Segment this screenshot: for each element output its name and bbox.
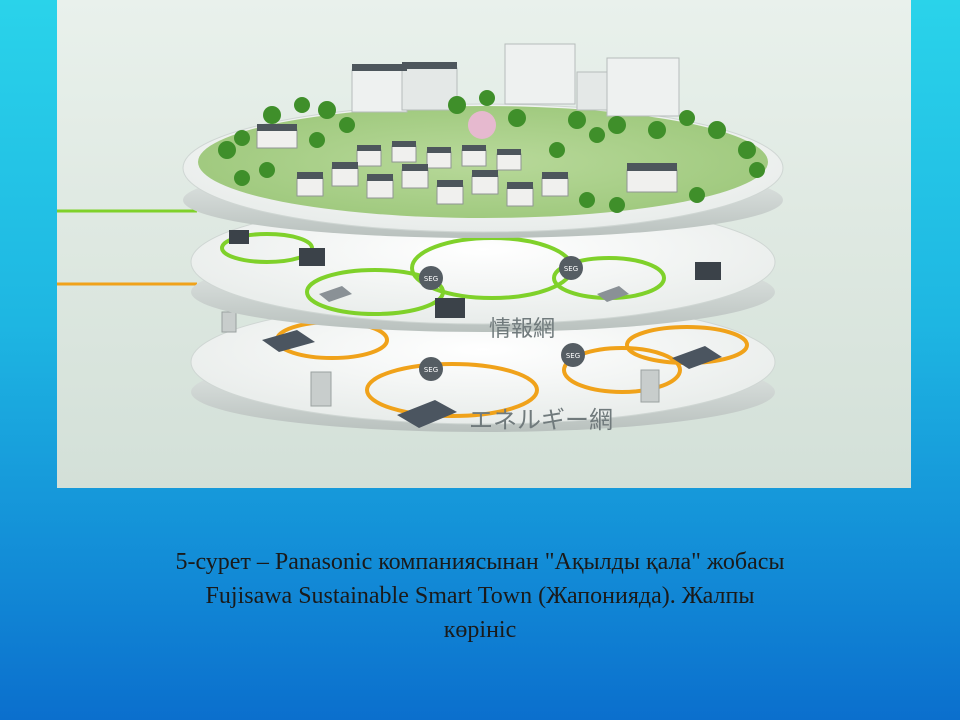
svg-text:SEG: SEG: [564, 265, 578, 273]
caption-line-1: 5-сурет – Panasonic компаниясынан "Ақылд…: [175, 549, 785, 575]
caption-line-3: көрініс: [443, 617, 517, 643]
smart-town-illustration: SEG SEG エネルギー網 SEG SEG 情報網: [57, 0, 911, 488]
svg-text:SEG: SEG: [566, 352, 580, 360]
town-layer: [182, 43, 784, 238]
figure-caption: 5-сурет – Panasonic компаниясынан "Ақылд…: [40, 545, 920, 647]
svg-text:SEG: SEG: [424, 366, 438, 374]
caption-line-2: Fujisawa Sustainable Smart Town (Жапония…: [205, 583, 755, 609]
svg-text:SEG: SEG: [424, 275, 438, 283]
energy-network-label: エネルギー網: [469, 406, 613, 434]
energy-network-layer: SEG SEG エネルギー網: [190, 299, 776, 434]
info-network-label: 情報網: [489, 317, 555, 342]
